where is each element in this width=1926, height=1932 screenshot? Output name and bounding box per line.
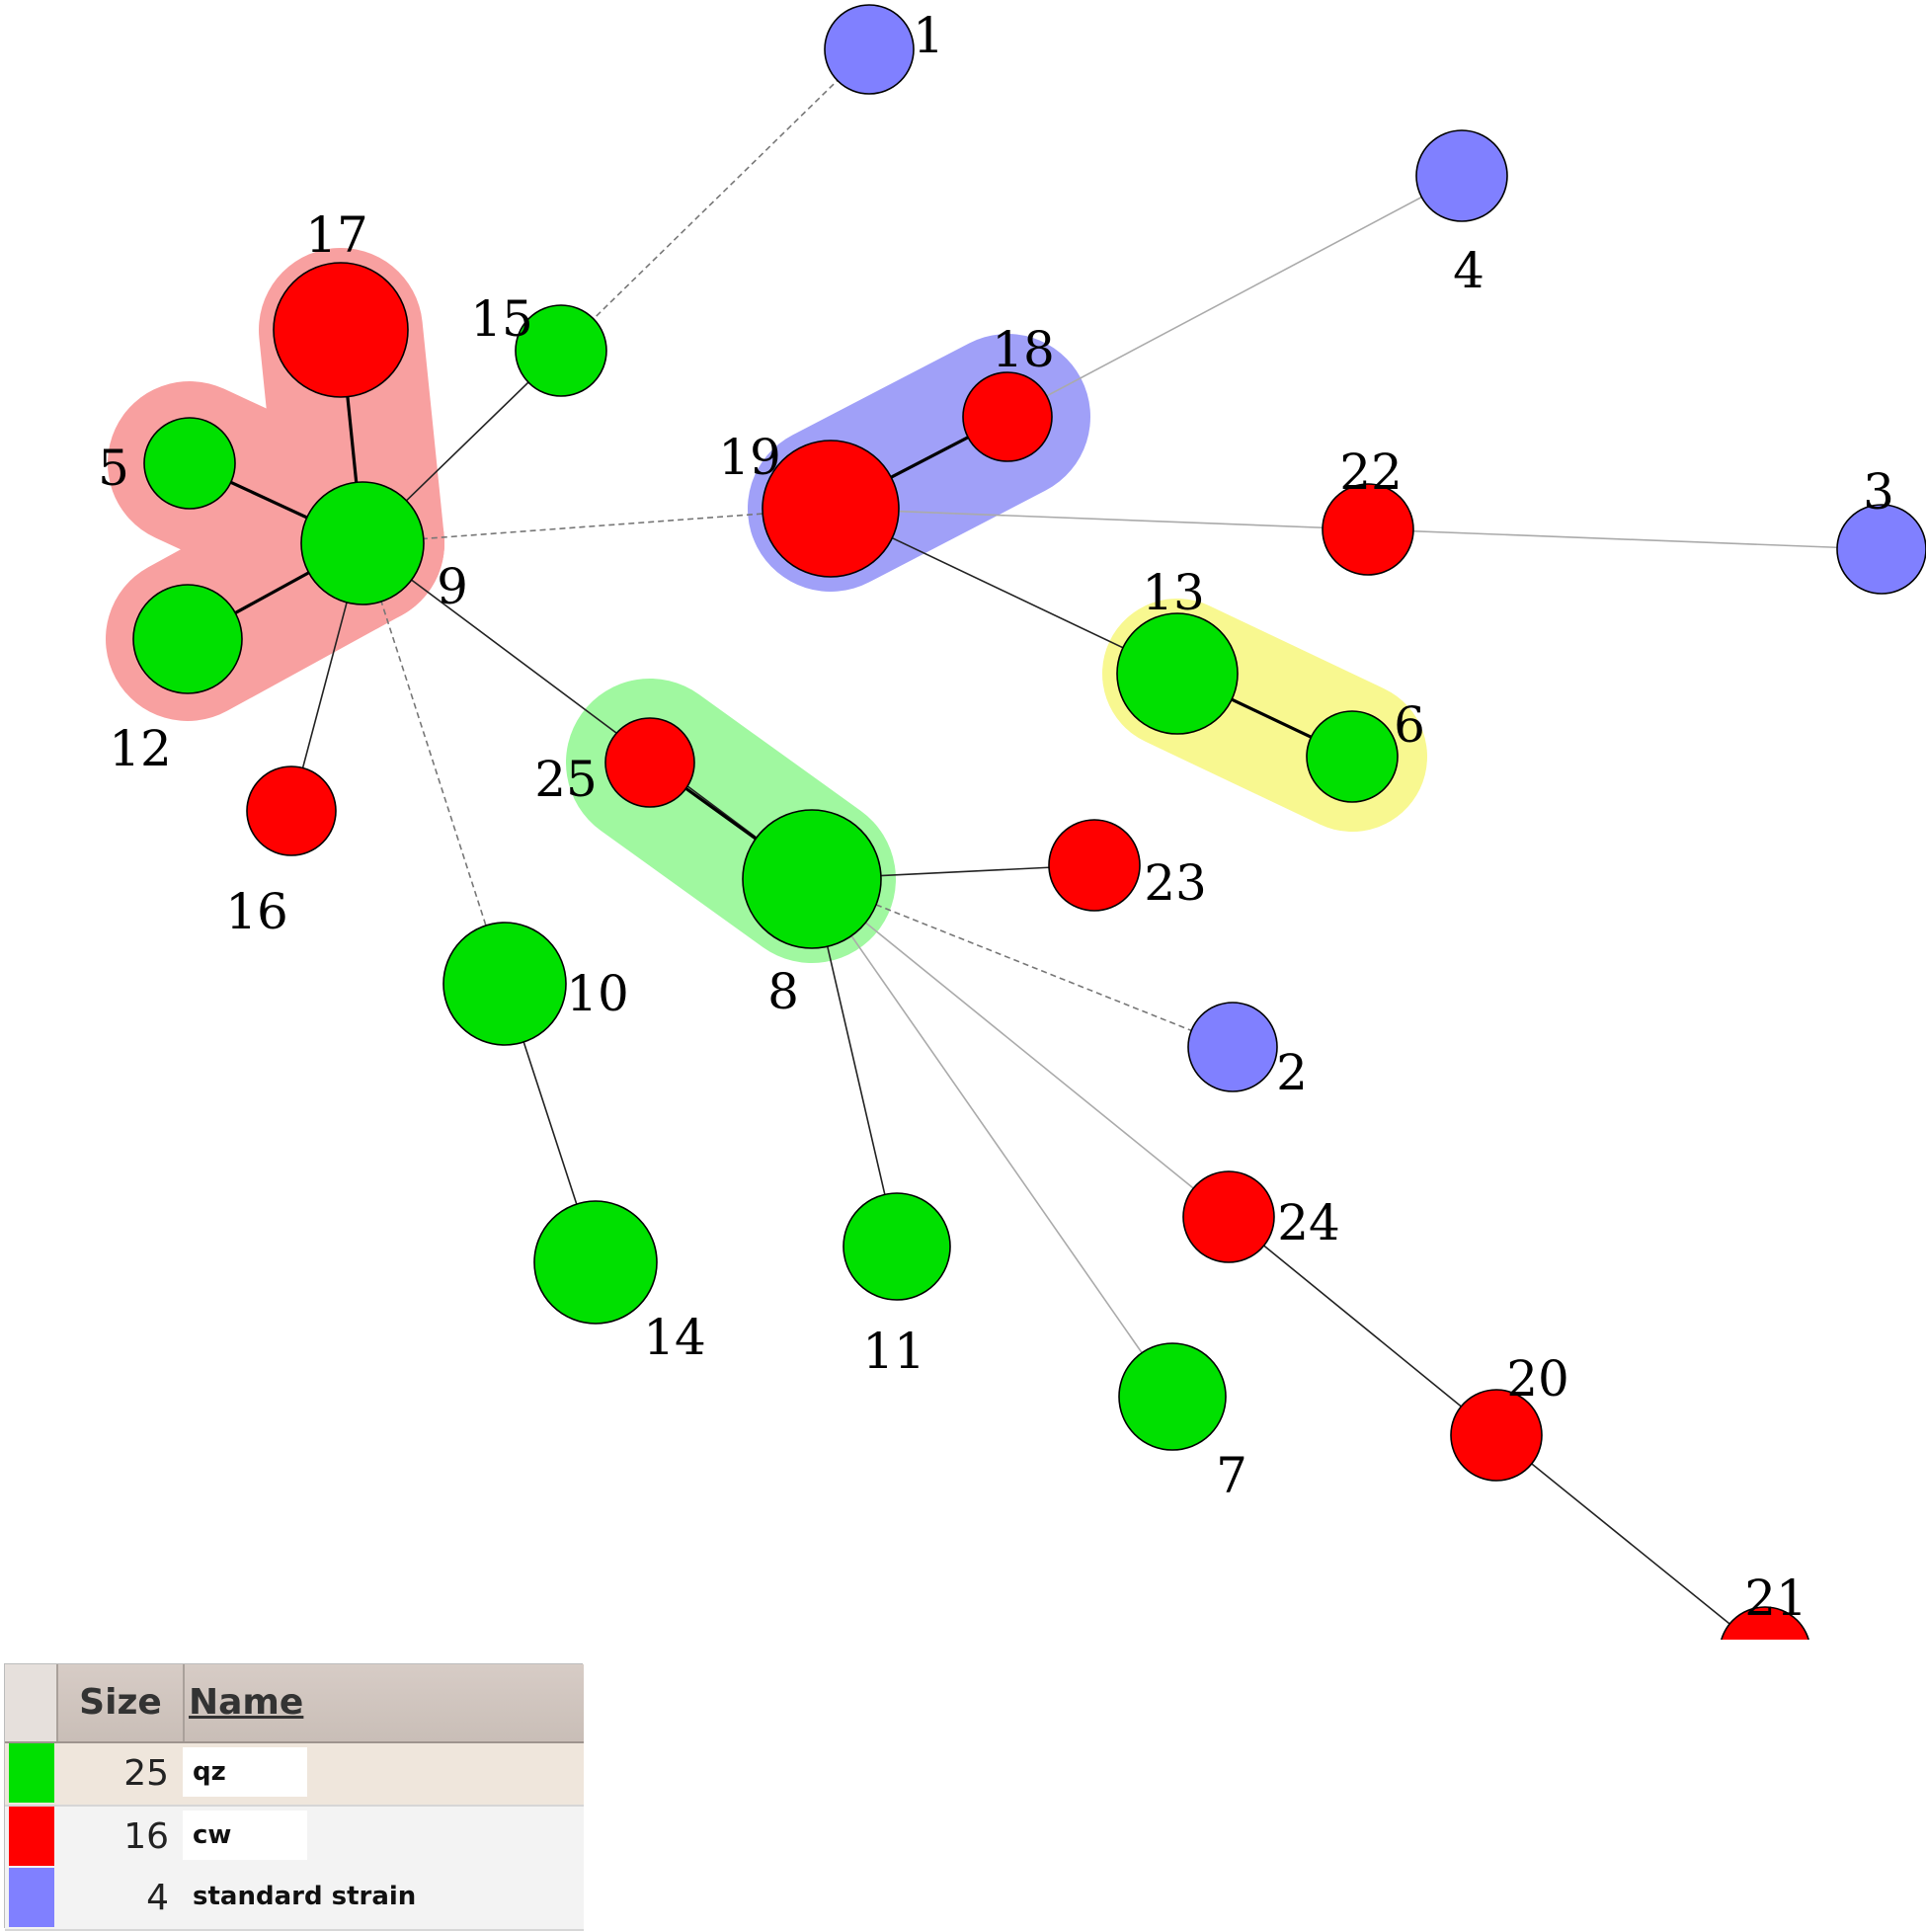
node-18[interactable] (962, 371, 1053, 462)
node-label-20: 20 (1506, 1350, 1569, 1408)
node-label-10: 10 (566, 965, 629, 1022)
legend-header-corner (5, 1664, 58, 1741)
node-label-14: 14 (643, 1309, 706, 1366)
node-14[interactable] (533, 1200, 658, 1325)
legend-swatch-cw (9, 1807, 54, 1866)
node-8[interactable] (742, 809, 882, 949)
node-12[interactable] (132, 584, 243, 694)
legend-swatch-qz (9, 1743, 54, 1803)
legend-size-value: 4 (146, 1878, 169, 1918)
node-19[interactable] (762, 440, 900, 578)
legend-row-standard-strain[interactable]: 4 standard strain (5, 1868, 584, 1931)
edge-15-1 (560, 48, 870, 352)
node-11[interactable] (843, 1192, 951, 1301)
edge-22-3 (1367, 528, 1883, 550)
node-7[interactable] (1118, 1342, 1227, 1451)
legend-size-header[interactable]: Size (58, 1664, 185, 1741)
node-label-6: 6 (1394, 696, 1425, 754)
legend-size-value: 16 (123, 1816, 169, 1857)
node-23[interactable] (1048, 819, 1141, 912)
node-label-18: 18 (992, 321, 1055, 378)
node-label-5: 5 (98, 440, 129, 497)
node-label-3: 3 (1863, 463, 1894, 521)
edge-8-24 (811, 878, 1230, 1218)
node-10[interactable] (442, 922, 567, 1046)
edge-8-7 (811, 878, 1173, 1398)
node-label-13: 13 (1142, 564, 1205, 621)
node-17[interactable] (273, 262, 409, 398)
node-label-25: 25 (534, 751, 598, 808)
legend-name-value[interactable]: qz (183, 1747, 307, 1797)
legend-swatch-standard-strain (9, 1868, 54, 1927)
node-label-22: 22 (1339, 443, 1403, 501)
edge-19-22 (830, 508, 1369, 530)
node-13[interactable] (1116, 612, 1239, 735)
node-label-2: 2 (1276, 1044, 1308, 1101)
node-label-12: 12 (109, 720, 172, 777)
legend-name-header[interactable]: Name (189, 1682, 304, 1723)
node-2[interactable] (1187, 1002, 1278, 1092)
legend-row-qz[interactable]: 25 qz (5, 1743, 584, 1807)
node-15[interactable] (515, 304, 607, 397)
legend-name-value[interactable]: cw (183, 1811, 307, 1860)
legend-name-value[interactable]: standard strain (193, 1882, 417, 1911)
node-16[interactable] (246, 765, 337, 856)
node-label-19: 19 (718, 429, 781, 486)
node-5[interactable] (143, 417, 236, 510)
node-label-15: 15 (470, 290, 533, 348)
minimum-spanning-tree-diagram: 1234567891011121314151617181920212223242… (98, 4, 1926, 1640)
node-labels: 1234567891011121314151617181920212223242… (98, 7, 1894, 1627)
tree-edges (187, 48, 1883, 1640)
node-3[interactable] (1836, 504, 1926, 595)
node-label-16: 16 (225, 883, 288, 940)
node-label-21: 21 (1744, 1570, 1807, 1627)
node-25[interactable] (604, 717, 695, 808)
node-label-9: 9 (437, 558, 468, 615)
legend-header: Size Name (5, 1664, 584, 1743)
edge-9-8 (361, 542, 813, 880)
edge-8-2 (811, 878, 1234, 1048)
node-24[interactable] (1182, 1170, 1275, 1263)
edge-9-10 (361, 542, 506, 985)
edge-20-21 (1495, 1434, 1751, 1640)
edge-24-20 (1228, 1216, 1497, 1436)
node-label-17: 17 (305, 206, 368, 264)
node-label-4: 4 (1453, 242, 1485, 299)
legend-row-cw[interactable]: 16 cw (5, 1807, 584, 1870)
node-label-24: 24 (1277, 1194, 1340, 1251)
node-4[interactable] (1415, 129, 1508, 222)
node-label-11: 11 (862, 1323, 925, 1380)
node-20[interactable] (1450, 1389, 1543, 1482)
node-label-8: 8 (767, 963, 799, 1020)
node-22[interactable] (1322, 483, 1414, 576)
node-21[interactable] (1720, 1606, 1810, 1640)
edge-18-4 (1006, 175, 1463, 418)
node-1[interactable] (824, 4, 915, 95)
legend-size-value: 25 (123, 1753, 169, 1794)
legend-table: Size Name 25 qz 16 cw 4 standard strain (4, 1663, 584, 1931)
node-6[interactable] (1306, 710, 1399, 803)
node-9[interactable] (300, 481, 425, 605)
node-label-23: 23 (1144, 854, 1207, 912)
tree-nodes (132, 4, 1926, 1640)
node-label-7: 7 (1216, 1447, 1247, 1504)
node-label-1: 1 (913, 7, 944, 64)
